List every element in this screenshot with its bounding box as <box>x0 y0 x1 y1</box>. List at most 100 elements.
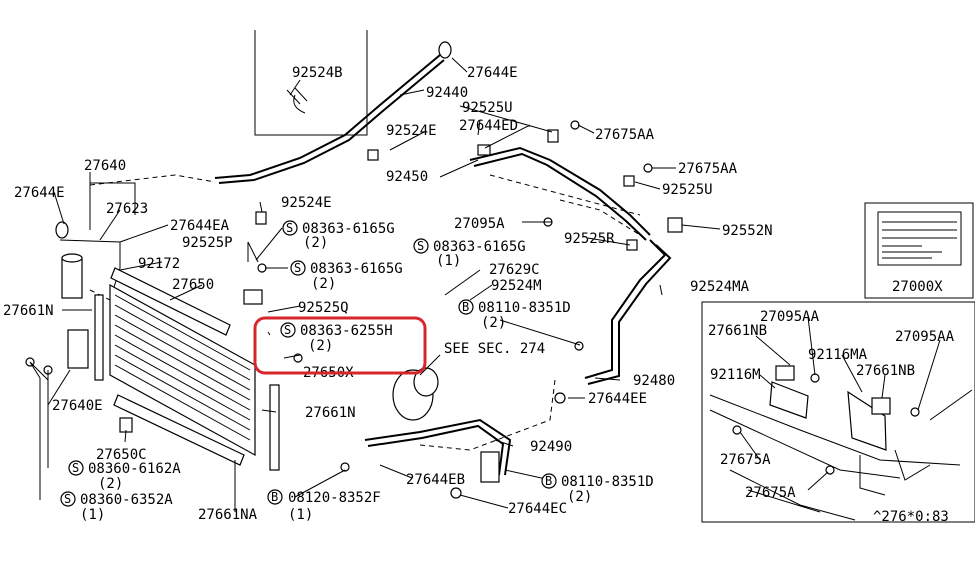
label-92172: 92172 <box>138 256 180 272</box>
label-08363-6165g-c-qty: (1) <box>436 253 461 269</box>
label-92525r: 92525R <box>564 231 615 247</box>
label-92552n: 92552N <box>722 223 773 239</box>
label-inset-frame <box>864 202 974 299</box>
s-mark: S <box>284 323 291 337</box>
label-08110-8351d-a: 08110-8351D <box>478 300 571 316</box>
ac-label-27000x <box>877 211 962 266</box>
s-mark-icon <box>60 491 76 507</box>
inset-body-lines-2 <box>729 389 973 521</box>
ref-line-1 <box>89 174 216 186</box>
label-27650c: 27650C <box>96 447 147 463</box>
label-27623: 27623 <box>106 201 148 217</box>
highlight-box <box>253 316 427 375</box>
b-mark-icon <box>458 299 474 315</box>
label-27640e: 27640E <box>52 398 103 414</box>
bolt-27675aa-2 <box>643 163 653 173</box>
label-27644e-top: 27644E <box>467 65 518 81</box>
b-mark: B <box>462 300 469 314</box>
s-mark: S <box>64 492 71 506</box>
bracket-92116m <box>769 381 809 419</box>
receiver-drier-27640 <box>61 257 83 299</box>
pipe-92480-outer <box>587 244 672 385</box>
label-08363-6255h: 08363-6255H <box>300 323 393 339</box>
clip-92552n <box>667 217 683 233</box>
inset-bracket-frame <box>701 301 975 523</box>
inset-body-lines <box>709 394 961 479</box>
bolt-08120-8352f <box>340 462 350 472</box>
clip-92524b-shape <box>293 94 306 114</box>
label-08360-6352a-qty: (1) <box>80 507 105 523</box>
label-08363-6165g-a: 08363-6165G <box>302 221 395 237</box>
oring-27644ee <box>554 392 566 404</box>
label-27644ec: 27644EC <box>508 501 567 517</box>
label-inset-27675a-2: 27675A <box>745 485 796 501</box>
label-92450: 92450 <box>386 169 428 185</box>
bolt-27675a-1 <box>732 425 742 435</box>
hose-92440 <box>214 54 441 179</box>
label-08120-8352f-qty: (1) <box>288 507 313 523</box>
label-see-sec-274: SEE SEC. 274 <box>444 341 545 357</box>
label-27675aa-2: 27675AA <box>678 161 738 177</box>
label-08360-6162a-qty: (2) <box>98 476 123 492</box>
b-mark: B <box>271 490 278 504</box>
seal-27661n-left <box>94 294 104 381</box>
label-08363-6165g-b-qty: (2) <box>311 276 336 292</box>
label-92480: 92480 <box>633 373 675 389</box>
label-92525u-2: 92525U <box>662 182 713 198</box>
bolt-27095aa-1 <box>810 373 820 383</box>
label-92524ma: 92524MA <box>690 279 750 295</box>
block-27640e <box>67 329 89 369</box>
label-08360-6162a: 08360-6162A <box>88 461 181 477</box>
seal-27661n-mid <box>269 384 280 471</box>
bolt-08363-6165g-b <box>257 263 267 273</box>
leader-extra <box>477 119 481 136</box>
label-27644e-left: 27644E <box>14 185 65 201</box>
clip-92524e-2 <box>255 211 267 225</box>
ref-line-3 <box>419 379 556 451</box>
clip-92525u-top <box>547 129 559 143</box>
s-mark-icon <box>68 460 84 476</box>
label-inset-27661nb-2: 27661NB <box>856 363 915 379</box>
label-27095a: 27095A <box>454 216 505 232</box>
hose-92490 <box>364 418 512 476</box>
bracket-27644eb <box>480 451 500 483</box>
label-08363-6165g-b: 08363-6165G <box>310 261 403 277</box>
label-inset-92116m: 92116M <box>710 367 761 383</box>
s-mark: S <box>294 261 301 275</box>
label-08360-6352a: 08360-6352A <box>80 492 173 508</box>
clip-92524b-detail <box>286 87 308 105</box>
b-mark-icon <box>541 473 557 489</box>
label-92525u-top: 92525U <box>462 100 513 116</box>
label-27644eb: 27644EB <box>406 472 465 488</box>
label-27661n-mid: 27661N <box>305 405 356 421</box>
receiver-drier-cap <box>61 253 83 263</box>
label-08110-8351d-b: 08110-8351D <box>561 474 654 490</box>
b-mark-icon <box>267 489 283 505</box>
label-27661na: 27661NA <box>198 507 258 523</box>
seal-27661na <box>113 394 245 466</box>
s-mark-icon <box>290 260 306 276</box>
condenser-fins <box>114 294 251 441</box>
leader-lines <box>29 57 941 512</box>
label-08110-8351d-a-qty: (2) <box>481 315 506 331</box>
label-92440: 92440 <box>426 85 468 101</box>
part-labels: 92524B 27644E 92440 92525U 27644ED 27675… <box>3 65 955 525</box>
label-27644ee: 27644EE <box>588 391 647 407</box>
label-27000x: 27000X <box>892 279 943 295</box>
clip-92525u-2 <box>623 175 635 187</box>
bolt-27095aa-2 <box>910 407 920 417</box>
label-inset-92116ma: 92116MA <box>808 347 868 363</box>
label-27644ea: 27644EA <box>170 218 230 234</box>
oring-27644e-top <box>438 41 452 59</box>
bolt-27675aa-1 <box>570 120 580 130</box>
clip-inset-frame <box>254 30 368 136</box>
seal-92172 <box>110 267 231 336</box>
s-mark-icon <box>280 322 296 338</box>
label-inset-27661nb-1: 27661NB <box>708 323 767 339</box>
label-92525p: 92525P <box>182 235 233 251</box>
s-mark-icon <box>413 238 429 254</box>
label-92525q: 92525Q <box>298 300 349 316</box>
hose-92440-outer <box>218 59 445 184</box>
